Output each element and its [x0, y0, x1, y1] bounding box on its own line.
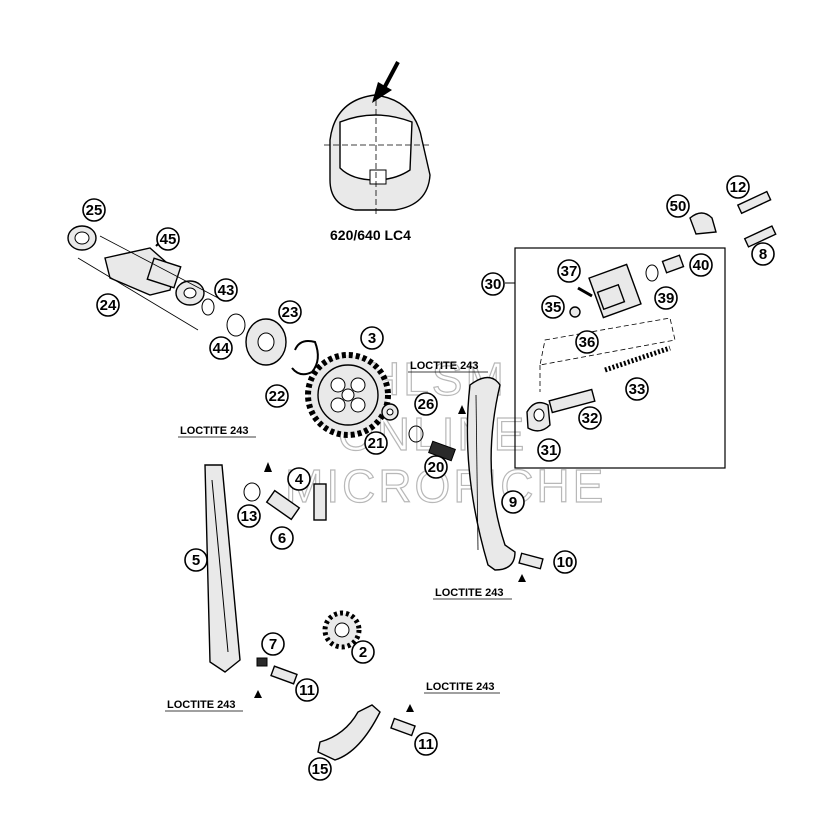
callout-43: 43: [214, 278, 238, 302]
callout-35: 35: [541, 295, 565, 319]
svg-text:9: 9: [509, 494, 517, 511]
callout-23: 23: [278, 300, 302, 324]
cam-sprocket: [305, 352, 466, 462]
callout-6: 6: [270, 526, 294, 550]
svg-text:13: 13: [241, 508, 258, 525]
svg-text:6: 6: [278, 530, 286, 547]
arrow-icon: [372, 61, 400, 103]
callout-37: 37: [557, 259, 581, 283]
svg-text:50: 50: [670, 198, 687, 215]
shaft-assembly: [67, 225, 319, 376]
svg-text:12: 12: [730, 179, 747, 196]
callout-20: 20: [424, 455, 448, 479]
pin-and-washers: [243, 462, 327, 521]
svg-text:45: 45: [160, 231, 177, 248]
loctite-label-bolt-11b: LOCTITE 243: [426, 681, 494, 693]
callout-22: 22: [265, 384, 289, 408]
callout-4: 4: [287, 467, 311, 491]
callout-30: 30: [481, 272, 505, 296]
svg-text:7: 7: [269, 636, 277, 653]
callout-9: 9: [501, 490, 525, 514]
callout-10: 10: [553, 550, 577, 574]
svg-text:4: 4: [295, 471, 304, 488]
callout-7: 7: [261, 632, 285, 656]
callout-12: 12: [726, 175, 750, 199]
callout-15: 15: [308, 757, 332, 781]
loctite-label-rail: LOCTITE 243: [435, 587, 503, 599]
svg-text:23: 23: [282, 304, 299, 321]
callout-11b: 11: [414, 732, 438, 756]
svg-text:43: 43: [218, 282, 235, 299]
callout-33: 33: [625, 377, 649, 401]
svg-text:33: 33: [629, 381, 646, 398]
svg-text:30: 30: [485, 276, 502, 293]
svg-text:35: 35: [545, 299, 562, 316]
crank-sprocket: [322, 610, 362, 650]
callout-36: 36: [575, 330, 599, 354]
svg-text:11: 11: [299, 682, 315, 699]
model-label: 620/640 LC4: [330, 227, 411, 243]
tensioner-box: [505, 247, 726, 469]
callout-45: 45: [156, 227, 180, 251]
svg-text:44: 44: [213, 340, 230, 357]
callout-40: 40: [689, 253, 713, 277]
svg-text:32: 32: [582, 410, 599, 427]
callout-44: 44: [209, 336, 233, 360]
loctite-labels: LOCTITE 243 LOCTITE 243 LOCTITE 243 LOCT…: [165, 360, 512, 712]
svg-text:2: 2: [359, 644, 367, 661]
svg-text:20: 20: [428, 459, 445, 476]
svg-text:11: 11: [418, 736, 434, 753]
callout-21: 21: [364, 431, 388, 455]
top-right-fasteners: [689, 190, 777, 248]
callout-8: 8: [751, 242, 775, 266]
svg-text:8: 8: [759, 246, 767, 263]
callout-24: 24: [96, 293, 120, 317]
callout-50: 50: [666, 194, 690, 218]
svg-text:22: 22: [269, 388, 286, 405]
chain-guide-left: [204, 464, 241, 673]
svg-text:36: 36: [579, 334, 596, 351]
callout-11: 11: [295, 678, 319, 702]
svg-text:37: 37: [561, 263, 578, 280]
svg-text:15: 15: [312, 761, 329, 778]
callout-3: 3: [360, 326, 384, 350]
callout-39: 39: [654, 286, 678, 310]
callout-26: 26: [414, 392, 438, 416]
svg-text:24: 24: [100, 297, 117, 314]
callout-5: 5: [184, 548, 208, 572]
svg-text:31: 31: [541, 442, 558, 459]
callout-13: 13: [237, 504, 261, 528]
loctite-label-bolt-11: LOCTITE 243: [167, 699, 235, 711]
svg-text:3: 3: [368, 330, 376, 347]
svg-text:26: 26: [418, 396, 435, 413]
callout-32: 32: [578, 406, 602, 430]
svg-text:5: 5: [192, 552, 200, 569]
detail-view-cam: 620/640 LC4: [324, 61, 431, 243]
svg-text:39: 39: [658, 290, 675, 307]
lower-guide-parts: [254, 657, 416, 761]
svg-text:10: 10: [557, 554, 574, 571]
loctite-label-guide: LOCTITE 243: [180, 425, 248, 437]
callout-2: 2: [351, 640, 375, 664]
callout-25: 25: [82, 198, 106, 222]
svg-text:21: 21: [368, 435, 385, 452]
svg-text:40: 40: [693, 257, 710, 274]
callout-31: 31: [537, 438, 561, 462]
loctite-label-sprocket: LOCTITE 243: [410, 360, 478, 372]
svg-text:25: 25: [86, 202, 103, 219]
chain-tensioner-rail: [466, 376, 544, 582]
